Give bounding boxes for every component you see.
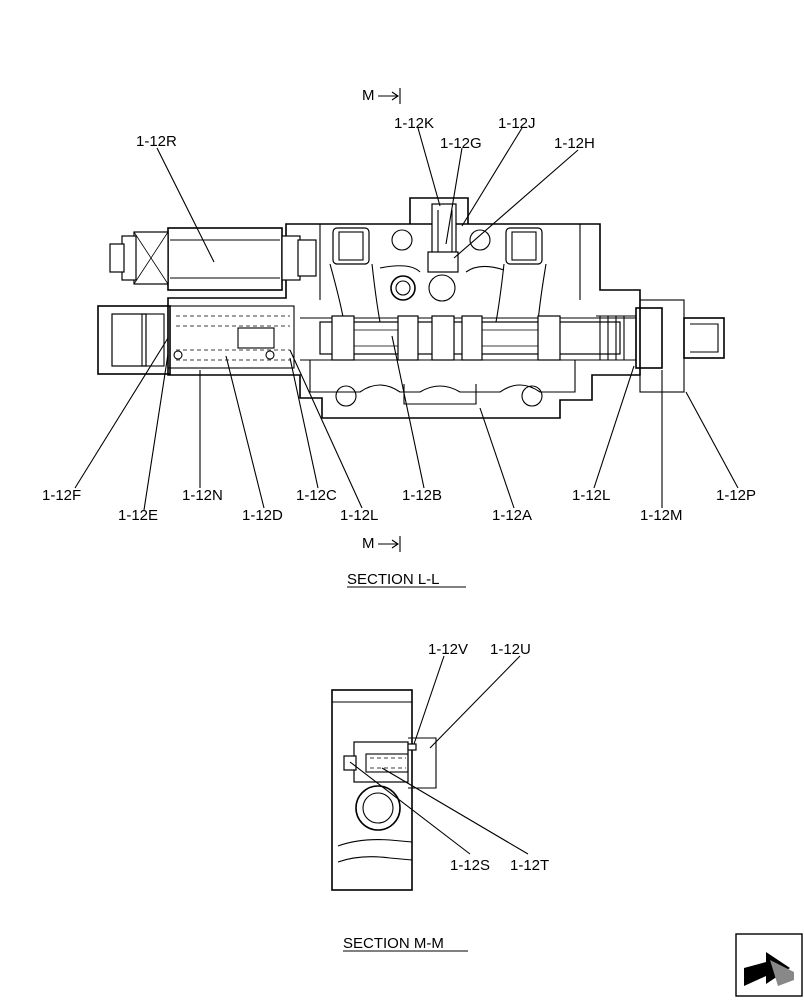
label-1-12l-left: 1-12L [340,507,378,524]
marker-top-text: M [362,87,375,104]
label-1-12d: 1-12D [242,507,283,524]
solenoid [109,227,317,291]
label-1-12c: 1-12C [296,487,337,504]
section-marker-top: M [362,87,401,104]
valve-body-section-mm [331,689,437,891]
label-1-12s: 1-12S [450,857,490,874]
label-1-12r: 1-12R [136,133,177,150]
marker-bottom-text: M [362,535,375,552]
label-1-12f: 1-12F [42,487,81,504]
section-marker-bottom: M [362,535,401,552]
valve-body-section-ll [167,197,641,419]
label-1-12m: 1-12M [640,507,683,524]
label-1-12k: 1-12K [394,115,434,132]
left-spring-housing [97,305,295,375]
label-1-12l-right: 1-12L [572,487,610,504]
section-mm-title: SECTION M-M [343,935,444,952]
section-ll-title: SECTION L-L [347,571,440,588]
leader-lines-mm [349,655,529,855]
labels-ll: 1-12R 1-12K 1-12G 1-12J 1-12H 1-12F 1-12… [42,115,756,524]
label-1-12v: 1-12V [428,641,468,658]
labels-mm: 1-12V 1-12U 1-12S 1-12T [428,641,549,874]
spool [319,315,621,361]
label-1-12b: 1-12B [402,487,442,504]
label-1-12e: 1-12E [118,507,158,524]
label-1-12n: 1-12N [182,487,223,504]
leader-lines-ll [74,127,739,511]
label-1-12h: 1-12H [554,135,595,152]
label-1-12u: 1-12U [490,641,531,658]
label-1-12p: 1-12P [716,487,756,504]
next-page-arrow-icon[interactable] [735,933,803,997]
label-1-12a: 1-12A [492,507,532,524]
label-1-12g: 1-12G [440,135,482,152]
label-1-12t: 1-12T [510,857,549,874]
label-1-12j: 1-12J [498,115,536,132]
